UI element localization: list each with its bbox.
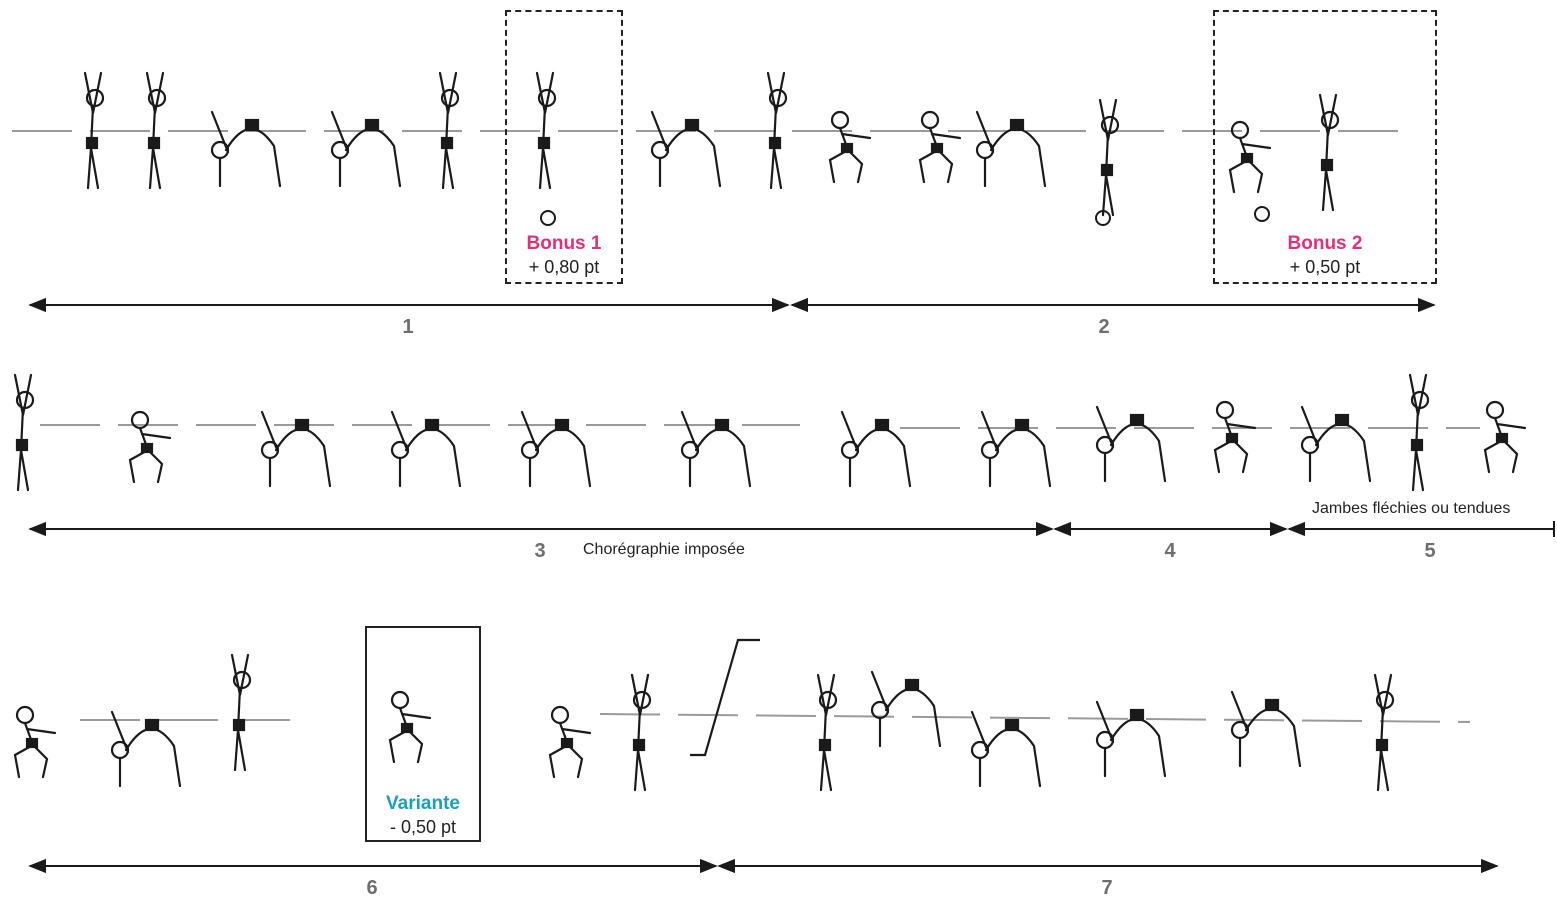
variant-value: - 0,50 pt (367, 817, 479, 838)
bonus-1-title: Bonus 1 (507, 233, 621, 255)
segment-number-1: 1 (402, 316, 413, 339)
legs-note: Jambes fléchies ou tendues (1312, 500, 1510, 518)
choreography-label: Chorégraphie imposée (583, 541, 745, 559)
bonus-2-value: + 0,50 pt (1215, 257, 1435, 278)
bonus-1-box: Bonus 1 + 0,80 pt (505, 10, 623, 284)
bonus-2-box: Bonus 2 + 0,50 pt (1213, 10, 1437, 284)
bonus-2-title: Bonus 2 (1215, 233, 1435, 255)
segment-number-2: 2 (1098, 316, 1109, 339)
segment-number-3: 3 (534, 540, 545, 563)
segment-number-5: 5 (1424, 540, 1435, 563)
bonus-1-value: + 0,80 pt (507, 257, 621, 278)
variant-title: Variante (367, 793, 479, 815)
segment-number-4: 4 (1164, 540, 1175, 563)
variant-box: Variante - 0,50 pt (365, 626, 481, 842)
